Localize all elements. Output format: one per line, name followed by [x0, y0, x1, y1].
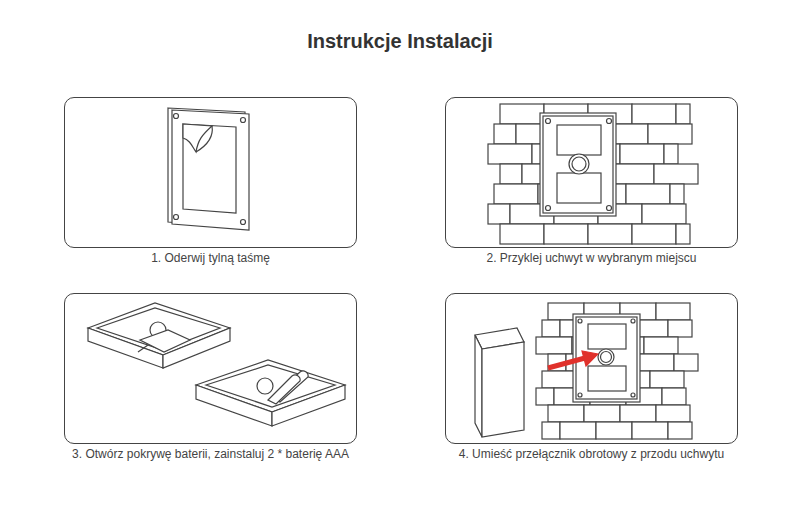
brick	[638, 354, 674, 371]
brick	[668, 422, 692, 439]
brick	[662, 388, 686, 405]
brick	[656, 303, 690, 320]
brick	[626, 184, 670, 204]
brick	[536, 388, 554, 405]
battery-tray-batteries	[196, 360, 345, 426]
brick	[620, 405, 656, 422]
brick	[642, 204, 686, 224]
brick	[488, 204, 510, 224]
brick	[588, 224, 632, 244]
brick	[620, 144, 664, 164]
brick	[494, 184, 538, 204]
battery-tray-open	[88, 303, 230, 368]
brick	[536, 337, 572, 354]
brick	[648, 124, 692, 144]
brick-wall	[536, 303, 698, 439]
brick	[500, 104, 544, 124]
brick	[542, 320, 560, 337]
brick	[654, 164, 698, 184]
brick	[644, 337, 678, 354]
step-caption: 4. Umieść przełącznik obrotowy z przodu …	[459, 447, 724, 461]
brick	[488, 144, 532, 164]
rotary-switch	[475, 328, 524, 437]
step-caption: 1. Oderwij tylną taśmę	[151, 251, 270, 265]
step-panel: 4. Umieść przełącznik obrotowy z przodu …	[445, 293, 738, 444]
brick	[596, 422, 632, 439]
brick	[650, 371, 684, 388]
brick	[668, 320, 692, 337]
step-caption: 2. Przyklej uchwyt w wybranym miejscu	[486, 251, 696, 265]
brick	[494, 124, 516, 144]
brick	[664, 144, 678, 164]
step-panel: 1. Oderwij tylną taśmę	[64, 97, 357, 248]
brick	[670, 184, 684, 204]
brick	[544, 224, 588, 244]
brick	[674, 354, 698, 371]
brick	[676, 224, 690, 244]
brick	[560, 422, 596, 439]
brick	[542, 422, 560, 439]
brick-wall	[488, 104, 698, 244]
step-panel: 2. Przyklej uchwyt w wybranym miejscu	[445, 97, 738, 248]
step-caption: 3. Otwórz pokrywę baterii, zainstaluj 2 …	[72, 447, 349, 461]
page-title: Instrukcje Instalacji	[0, 30, 800, 53]
brick	[676, 104, 690, 124]
brick	[584, 405, 620, 422]
red-arrow	[548, 351, 598, 368]
brick	[656, 405, 690, 422]
brick	[548, 405, 584, 422]
mounted-plate	[540, 113, 616, 216]
brick	[632, 104, 676, 124]
step-panel: 3. Otwórz pokrywę baterii, zainstaluj 2 …	[64, 293, 357, 444]
brick	[632, 224, 676, 244]
adhesive-plate	[168, 108, 249, 230]
brick	[500, 224, 544, 244]
brick	[500, 164, 522, 184]
brick	[632, 422, 668, 439]
